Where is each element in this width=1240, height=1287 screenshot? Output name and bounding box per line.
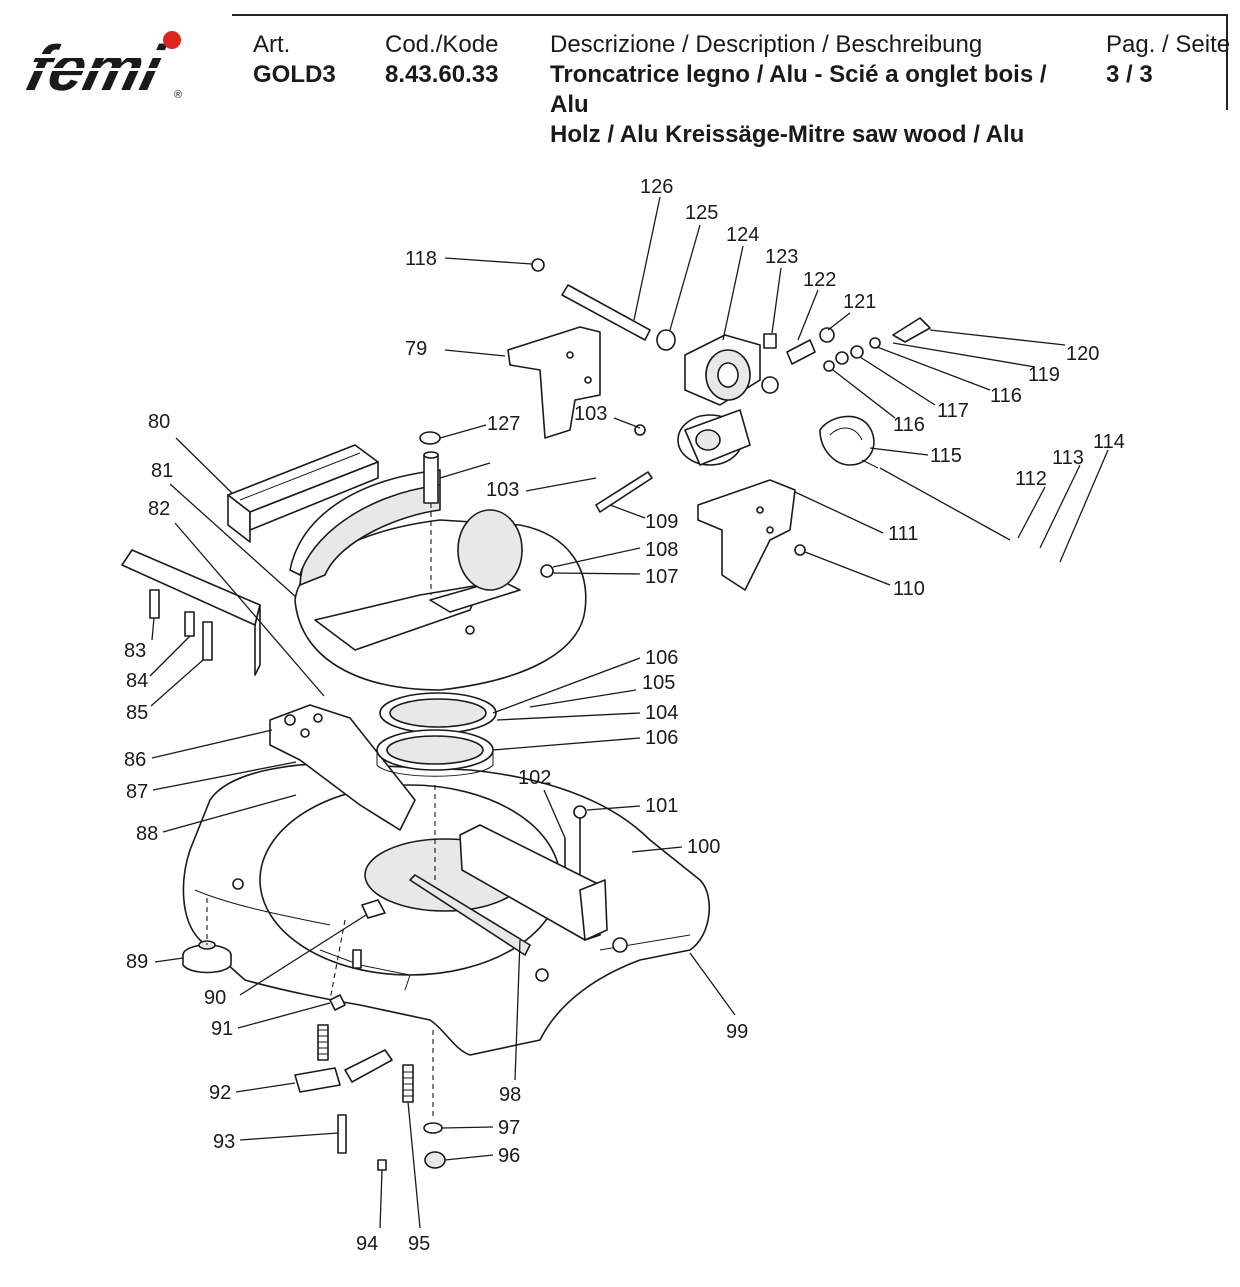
callout-108: 108 (645, 539, 678, 561)
callout-91: 91 (211, 1018, 233, 1040)
callout-109: 109 (645, 511, 678, 533)
hinge-block-86 (269, 704, 416, 831)
callout-126: 126 (640, 176, 673, 198)
callout-123: 123 (765, 246, 798, 268)
leader-lines (149, 196, 1109, 1229)
femi-logo: femi ® (16, 31, 182, 104)
callout-labels: 126 125 124 123 122 121 118 120 119 116 … (124, 176, 1125, 1255)
guard-plate-79 (507, 326, 601, 439)
callout-102: 102 (518, 767, 551, 789)
callout-80: 80 (148, 411, 170, 433)
article-value: GOLD3 (253, 61, 336, 88)
callout-87: 87 (126, 781, 148, 803)
pivot-collar (376, 692, 497, 777)
callout-85: 85 (126, 702, 148, 724)
callout-118: 118 (405, 248, 437, 270)
callout-116a: 116 (990, 385, 1022, 407)
callout-100: 100 (687, 836, 720, 858)
callout-114: 114 (1093, 431, 1125, 453)
callout-117: 117 (937, 400, 969, 422)
callout-105: 105 (642, 672, 675, 694)
description-line-1: Troncatrice legno / Alu - Scié a onglet … (550, 61, 1047, 118)
page-column: Pag. / Seite 3 / 3 (1106, 30, 1230, 90)
lock-mechanism (294, 899, 446, 1171)
callout-90: 90 (204, 987, 226, 1009)
pin-78 (419, 431, 441, 504)
callout-92: 92 (209, 1082, 231, 1104)
callout-81: 81 (151, 460, 173, 482)
logo-dot-icon (163, 31, 181, 49)
callout-125: 125 (685, 202, 718, 224)
callout-116b: 116 (893, 414, 925, 436)
article-column: Art. GOLD3 (253, 30, 336, 90)
page-label: Pag. / Seite (1106, 31, 1231, 58)
callout-124: 124 (726, 224, 759, 246)
fence-82 (121, 549, 261, 676)
description-column: Descrizione / Description / Beschreibung… (550, 30, 1090, 150)
callout-113: 113 (1052, 447, 1084, 469)
callout-112: 112 (1015, 468, 1047, 490)
callout-107: 107 (645, 566, 678, 588)
logo-registered: ® (174, 89, 182, 101)
guard-plate-111 (697, 479, 796, 591)
motor-housing (457, 334, 761, 591)
shaft-126 (531, 258, 676, 351)
callout-110: 110 (893, 578, 925, 600)
header: femi ® Art. GOLD3 Cod./Kode 8.43.60.33 D… (0, 0, 1240, 148)
page-value: 3 / 3 (1106, 61, 1153, 88)
fence-right (409, 824, 608, 956)
callout-104: 104 (645, 702, 678, 724)
callout-119: 119 (1028, 364, 1060, 386)
callout-121: 121 (843, 291, 876, 313)
assembly-axes (206, 503, 436, 1120)
header-rule-right (1226, 14, 1228, 110)
callout-103a: 103 (574, 403, 607, 425)
exploded-parts-diagram: 126 125 124 123 122 121 118 120 119 116 … (121, 176, 1125, 1255)
callout-79: 79 (405, 338, 427, 360)
callout-99: 99 (726, 1021, 748, 1043)
description-line-2: Holz / Alu Kreissäge-Mitre saw wood / Al… (550, 121, 1025, 148)
article-label: Art. (253, 31, 291, 58)
callout-93: 93 (213, 1131, 235, 1153)
callout-83: 83 (124, 640, 146, 662)
description-label: Descrizione / Description / Beschreibung (550, 31, 983, 58)
callout-106b: 106 (645, 727, 678, 749)
logo-wordmark: femi (20, 32, 171, 104)
callout-94: 94 (356, 1233, 378, 1255)
small-hardware-right (761, 317, 931, 469)
code-column: Cod./Kode 8.43.60.33 (385, 30, 498, 90)
callout-89: 89 (126, 951, 148, 973)
fence-80 (227, 444, 379, 543)
callout-84: 84 (126, 670, 148, 692)
callout-101: 101 (645, 795, 678, 817)
callout-86: 86 (124, 749, 146, 771)
callout-98: 98 (499, 1084, 521, 1106)
callout-111: 111 (888, 523, 918, 545)
saw-base (182, 762, 711, 1056)
callout-82: 82 (148, 498, 170, 520)
callout-95: 95 (408, 1233, 430, 1255)
callout-96: 96 (498, 1145, 520, 1167)
callout-127: 127 (487, 413, 520, 435)
pin-109 (595, 471, 653, 513)
header-rule-top (232, 14, 1228, 16)
callout-122: 122 (803, 269, 836, 291)
code-label: Cod./Kode (385, 31, 499, 58)
callout-103b: 103 (486, 479, 519, 501)
callout-120: 120 (1066, 343, 1099, 365)
callout-115: 115 (930, 445, 962, 467)
code-value: 8.43.60.33 (385, 61, 499, 88)
callout-88: 88 (136, 823, 158, 845)
callout-106a: 106 (645, 647, 678, 669)
callout-97: 97 (498, 1117, 520, 1139)
